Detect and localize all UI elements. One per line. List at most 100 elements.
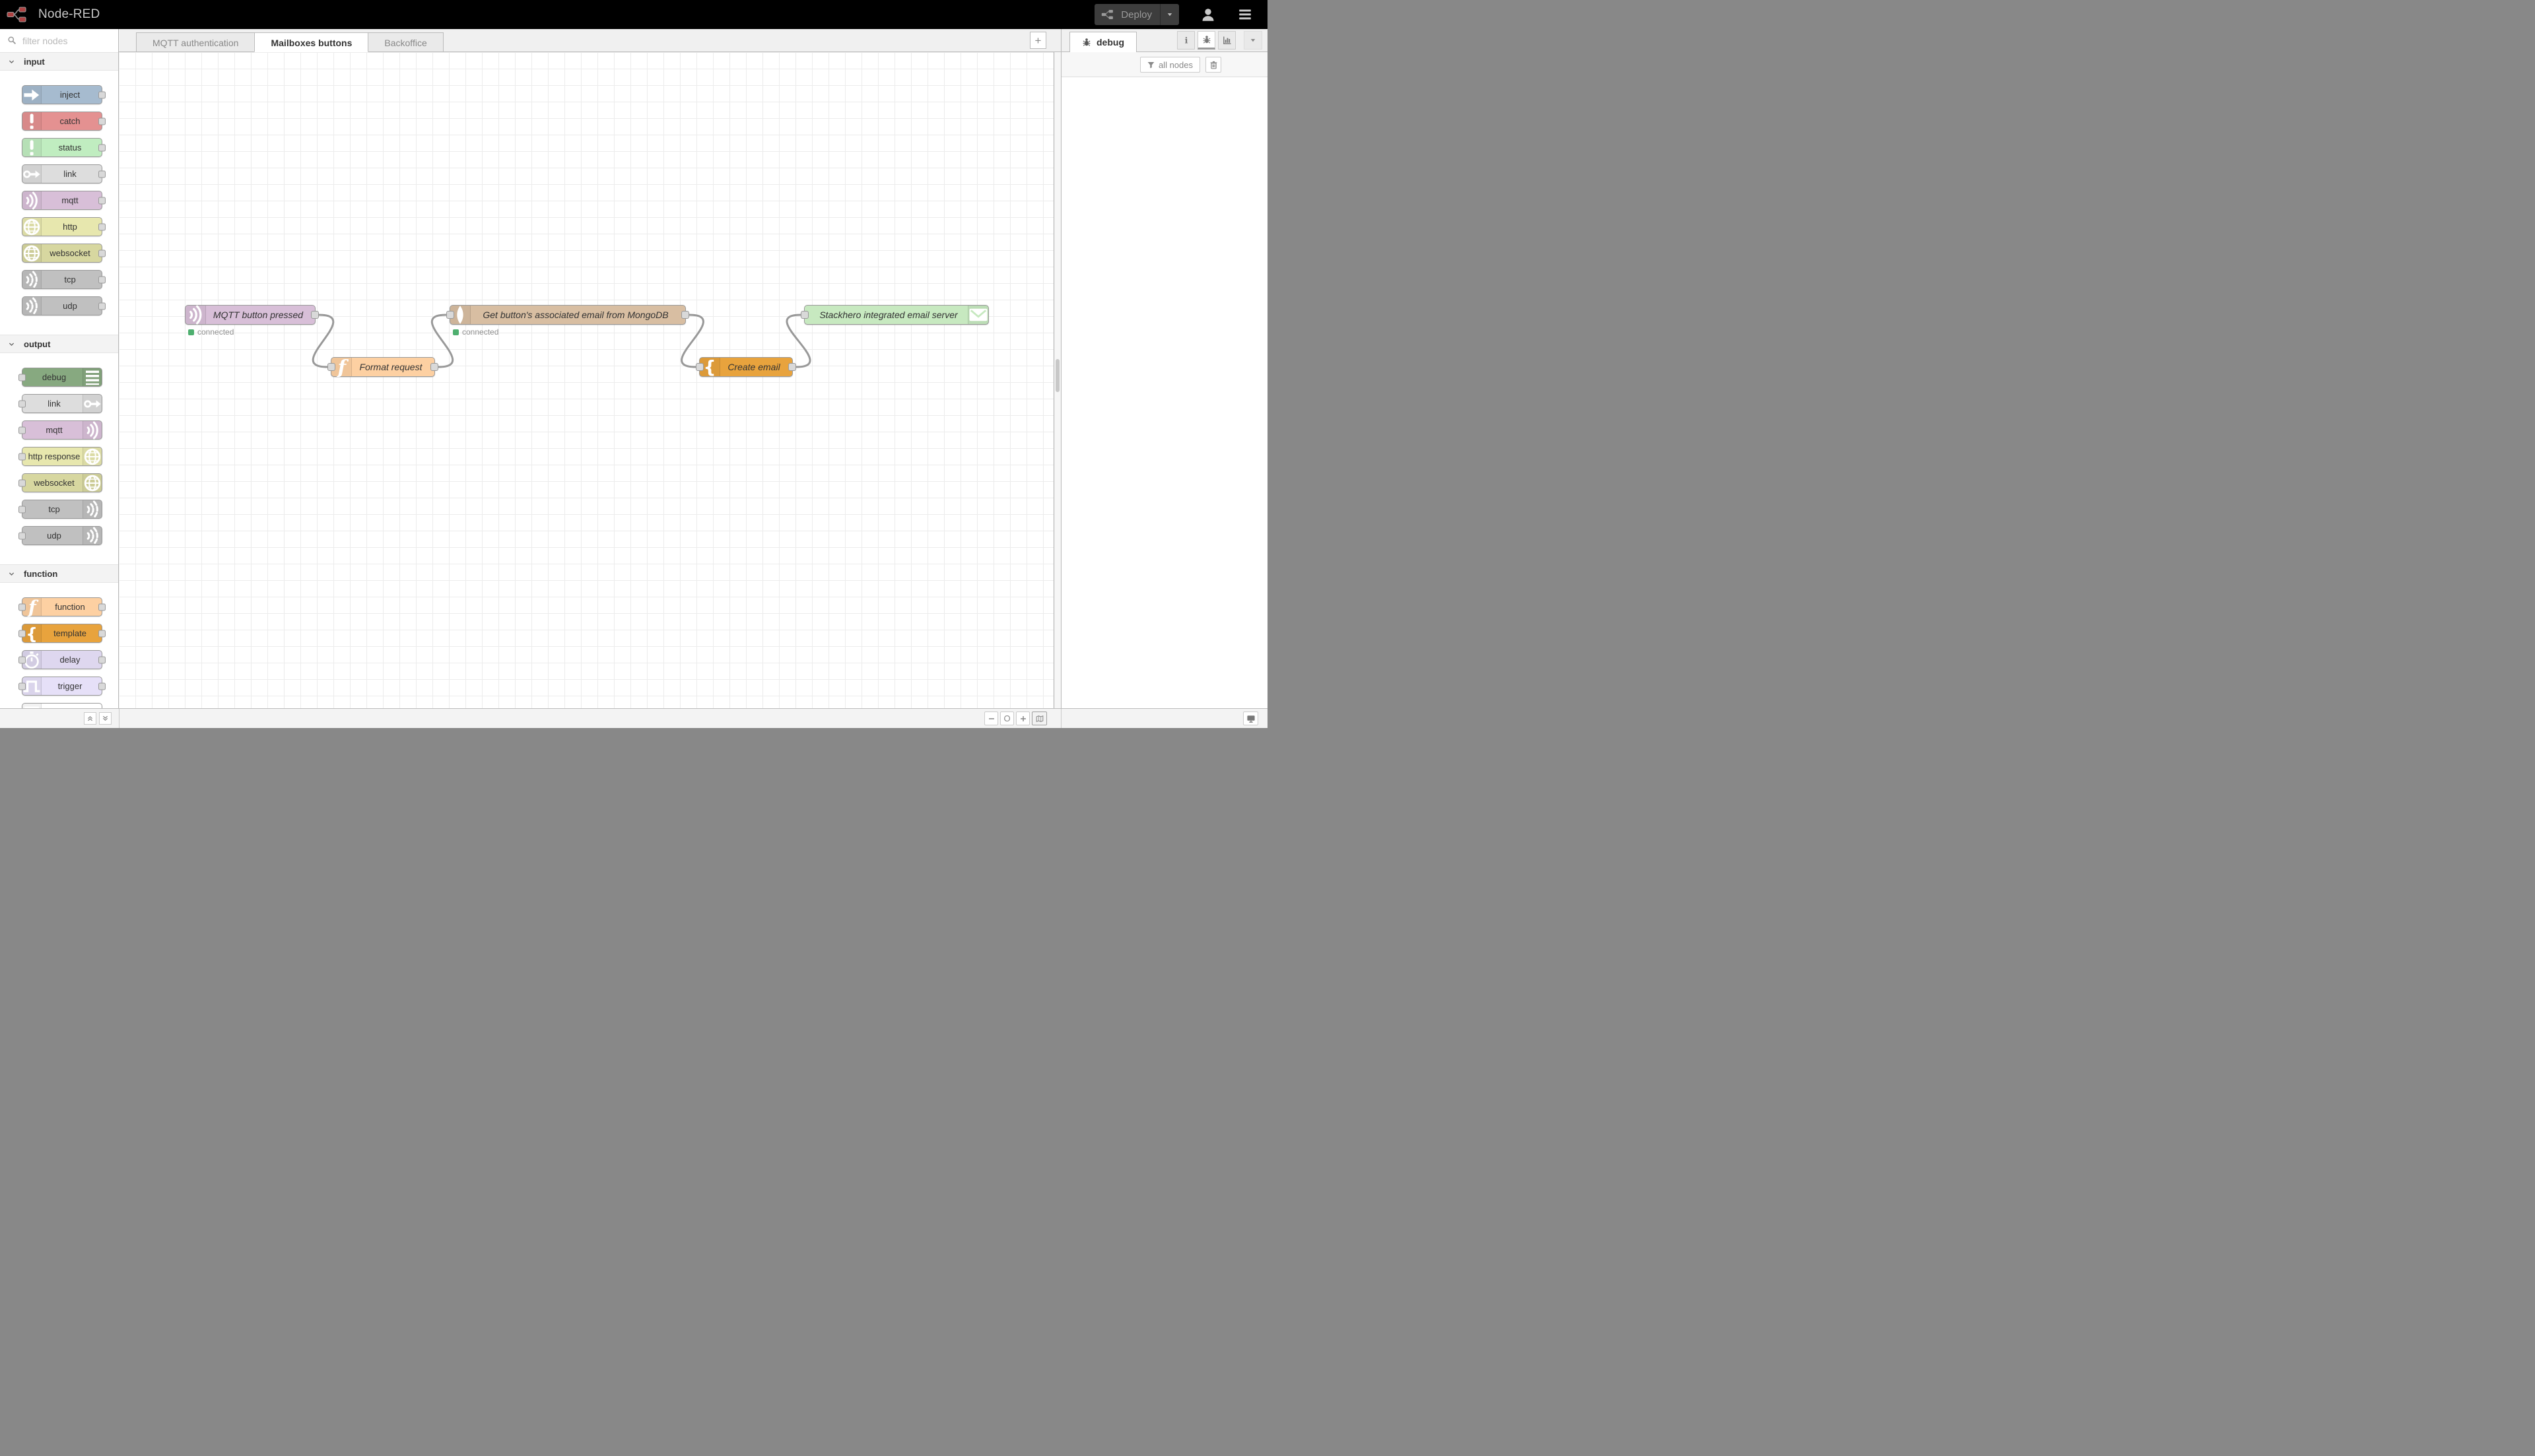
palette-node-template[interactable]: {template bbox=[18, 624, 106, 643]
input-port[interactable] bbox=[696, 363, 704, 371]
palette-category-label: output bbox=[24, 339, 51, 349]
palette-node-http-response[interactable]: http response bbox=[18, 447, 102, 466]
flow-node-stackhero-integrated-email-server[interactable]: Stackhero integrated email server bbox=[801, 305, 989, 325]
sidebar-dashboard-button[interactable] bbox=[1218, 31, 1236, 50]
console-toggle-button[interactable] bbox=[1243, 711, 1258, 725]
palette-category-output[interactable]: output bbox=[0, 335, 118, 353]
palette-node-catch[interactable]: catch bbox=[22, 112, 106, 131]
envelope-icon bbox=[968, 306, 988, 324]
palette-node-label: delay bbox=[59, 655, 81, 665]
flow-tab-mqtt-authentication[interactable]: MQTT authentication bbox=[136, 32, 255, 52]
palette-node-http[interactable]: http bbox=[22, 217, 106, 236]
navigator-toggle-button[interactable] bbox=[1032, 711, 1047, 725]
flow-tab-backoffice[interactable]: Backoffice bbox=[368, 32, 444, 52]
palette-node-delay[interactable]: delay bbox=[18, 650, 106, 669]
status-text: connected bbox=[462, 327, 499, 337]
main-menu-button[interactable] bbox=[1237, 7, 1253, 22]
deploy-button[interactable]: Deploy bbox=[1095, 4, 1179, 25]
exclaim-icon bbox=[22, 112, 42, 130]
palette-node-label: link bbox=[48, 399, 61, 409]
function-f-icon: f bbox=[331, 357, 352, 377]
canvas-vertical-scrollbar[interactable] bbox=[1054, 52, 1061, 708]
palette: input inject catch status link mqtt http websoc… bbox=[0, 29, 119, 708]
svg-text:f: f bbox=[27, 598, 39, 616]
clear-debug-button[interactable] bbox=[1205, 57, 1221, 73]
flow-tab-mailboxes-buttons[interactable]: Mailboxes buttons bbox=[254, 32, 369, 52]
palette-category-label: function bbox=[24, 568, 58, 579]
palette-node-comment[interactable]: comment bbox=[22, 703, 102, 708]
bug-icon bbox=[1082, 38, 1091, 47]
palette-node-websocket[interactable]: websocket bbox=[18, 473, 102, 492]
output-port bbox=[98, 170, 106, 178]
zoom-in-button[interactable] bbox=[1016, 711, 1030, 725]
zoom-out-button[interactable] bbox=[984, 711, 998, 725]
debug-filter-button[interactable]: all nodes bbox=[1139, 57, 1200, 73]
palette-node-function[interactable]: f function bbox=[18, 597, 106, 616]
palette-node-trigger[interactable]: trigger bbox=[18, 677, 106, 696]
node-status: connected bbox=[188, 327, 234, 337]
palette-node-tcp[interactable]: tcp bbox=[22, 270, 106, 289]
input-port bbox=[18, 656, 26, 663]
wire[interactable] bbox=[681, 314, 704, 368]
palette-node-label: inject bbox=[59, 90, 81, 100]
output-port[interactable] bbox=[311, 311, 319, 319]
signal-icon bbox=[22, 271, 42, 288]
monitor-icon bbox=[1246, 714, 1256, 723]
exclaim-icon bbox=[22, 139, 42, 156]
svg-text:i: i bbox=[1184, 36, 1188, 45]
wire[interactable] bbox=[430, 314, 454, 368]
palette-node-inject[interactable]: inject bbox=[22, 85, 106, 104]
input-port[interactable] bbox=[446, 311, 454, 319]
input-port[interactable] bbox=[801, 311, 809, 319]
add-flow-button[interactable]: + bbox=[1030, 32, 1046, 49]
app-title: Node-RED bbox=[38, 7, 100, 21]
output-port[interactable] bbox=[430, 363, 438, 371]
palette-category-function[interactable]: function bbox=[0, 564, 118, 583]
palette-node-mqtt[interactable]: mqtt bbox=[18, 420, 102, 440]
output-port bbox=[98, 656, 106, 663]
palette-filter bbox=[0, 29, 118, 53]
zoom-reset-button[interactable]: O bbox=[1000, 711, 1014, 725]
sidebar-tab-bar: debug i bbox=[1062, 29, 1268, 52]
palette-node-label: udp bbox=[47, 531, 61, 541]
output-port bbox=[98, 302, 106, 310]
palette-node-websocket[interactable]: websocket bbox=[22, 244, 106, 263]
palette-node-debug[interactable]: debug bbox=[18, 368, 102, 387]
palette-node-mqtt[interactable]: mqtt bbox=[22, 191, 106, 210]
bug-icon bbox=[1202, 35, 1211, 44]
sidebar-tab-debug[interactable]: debug bbox=[1069, 32, 1137, 52]
input-port bbox=[18, 603, 26, 611]
sidebar-info-button[interactable]: i bbox=[1177, 31, 1195, 50]
palette-node-label: function bbox=[55, 602, 85, 612]
wire-layer bbox=[312, 314, 811, 368]
sidebar-menu-button[interactable] bbox=[1244, 31, 1262, 50]
input-port[interactable] bbox=[327, 363, 335, 371]
wire[interactable] bbox=[786, 314, 811, 368]
sidebar-debug-button[interactable] bbox=[1198, 31, 1215, 50]
zoom-controls: O bbox=[984, 711, 1047, 725]
palette-scroll-area[interactable]: input inject catch status link mqtt http websoc… bbox=[0, 52, 118, 708]
collapse-all-categories-button[interactable] bbox=[84, 712, 96, 725]
output-port[interactable] bbox=[681, 311, 689, 319]
palette-node-link[interactable]: link bbox=[18, 394, 102, 413]
filter-nodes-input[interactable] bbox=[21, 32, 110, 50]
deploy-options-button[interactable] bbox=[1160, 4, 1179, 25]
user-button[interactable] bbox=[1200, 7, 1216, 22]
palette-category-input[interactable]: input bbox=[0, 52, 118, 71]
expand-all-categories-button[interactable] bbox=[99, 712, 112, 725]
flow-node-get-button-s-associated-email-from-mongodb[interactable]: Get button's associated email from Mongo… bbox=[446, 305, 689, 337]
palette-node-label: link bbox=[63, 169, 77, 179]
palette-node-link[interactable]: link bbox=[22, 164, 106, 183]
scrollbar-thumb[interactable] bbox=[1056, 359, 1060, 392]
wire[interactable] bbox=[312, 314, 335, 368]
flow-node-create-email[interactable]: {Create email bbox=[696, 357, 796, 377]
palette-node-label: http response bbox=[28, 451, 81, 461]
palette-node-status[interactable]: status bbox=[22, 138, 106, 157]
output-port[interactable] bbox=[788, 363, 796, 371]
palette-node-tcp[interactable]: tcp bbox=[18, 500, 102, 519]
palette-node-udp[interactable]: udp bbox=[22, 296, 106, 315]
palette-node-udp[interactable]: udp bbox=[18, 526, 102, 545]
